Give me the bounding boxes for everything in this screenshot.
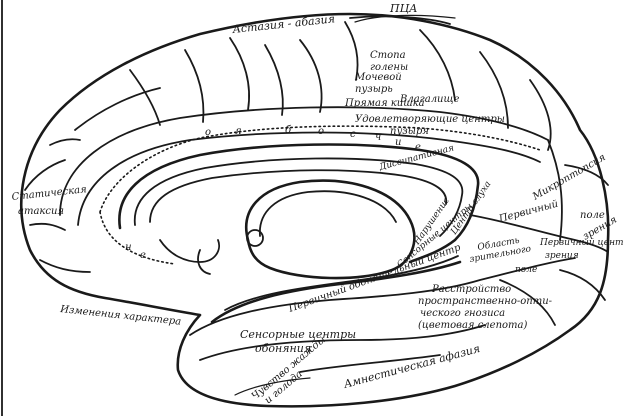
letter-label: е [140,250,146,261]
frontal-sulcus [25,160,65,190]
label-stopa: Стопа [370,50,406,61]
label-puzyr: пузырь [355,84,393,95]
letter-label: б [285,125,292,136]
letter-label: я [235,126,242,137]
label-rasstroistvo: Расстройство [431,284,511,295]
label-mikroptsiya: Микроптопсия [530,152,607,203]
frontal-sulcus [50,139,80,145]
label-ptsa: ПЦА [389,2,418,15]
fornix [160,240,219,262]
corpus-callosum-core [150,170,446,222]
letter-label: и [395,137,401,148]
label-tsvetovaya: (цветовая слепота) [418,320,527,331]
sulcus [185,50,203,122]
letter-label: о [318,126,324,137]
letter-label: о [205,127,211,138]
letter-label: н [125,242,132,253]
label-pervichnyi-tsentr: Первичный центр [539,238,623,248]
label-prostranstvenno: пространственно-опти- [418,296,553,307]
label-pervichnyi: Первичный [497,199,559,226]
letter-label: с [350,129,356,140]
thalamus [246,181,414,278]
frontal-sulcus [40,260,90,272]
interthalamic-adhesion [247,230,263,246]
dotted-border-line-lower [100,212,175,264]
label-sensornye-obonyanie: Сенсорные центры [240,328,356,341]
label-cheskogo: ческого гнозиса [420,308,505,319]
thalamus-inner [260,191,396,236]
label-udovletvor: Удовлетворяющие центры [355,114,505,125]
frontal-sulcus [30,224,65,230]
label-astasia: Астазия - абазия [231,12,336,36]
sulcus [420,30,455,100]
sulcus [300,40,322,112]
letter-label: ч [375,132,381,143]
label-mochevoi: Мочевой [354,72,402,83]
label-pole: поле [580,210,605,221]
sulcus [230,38,249,110]
label-pryamaya-kishka: Прямая кишка [344,98,425,109]
label-ataksiya: атаксия [18,206,64,217]
sulcus [130,70,160,125]
label-pole2: поле [515,265,537,275]
sulcus [265,45,283,115]
label-zrenie-tsentr: зрения [545,251,579,261]
label-puzyrya: пузыря [390,126,429,137]
